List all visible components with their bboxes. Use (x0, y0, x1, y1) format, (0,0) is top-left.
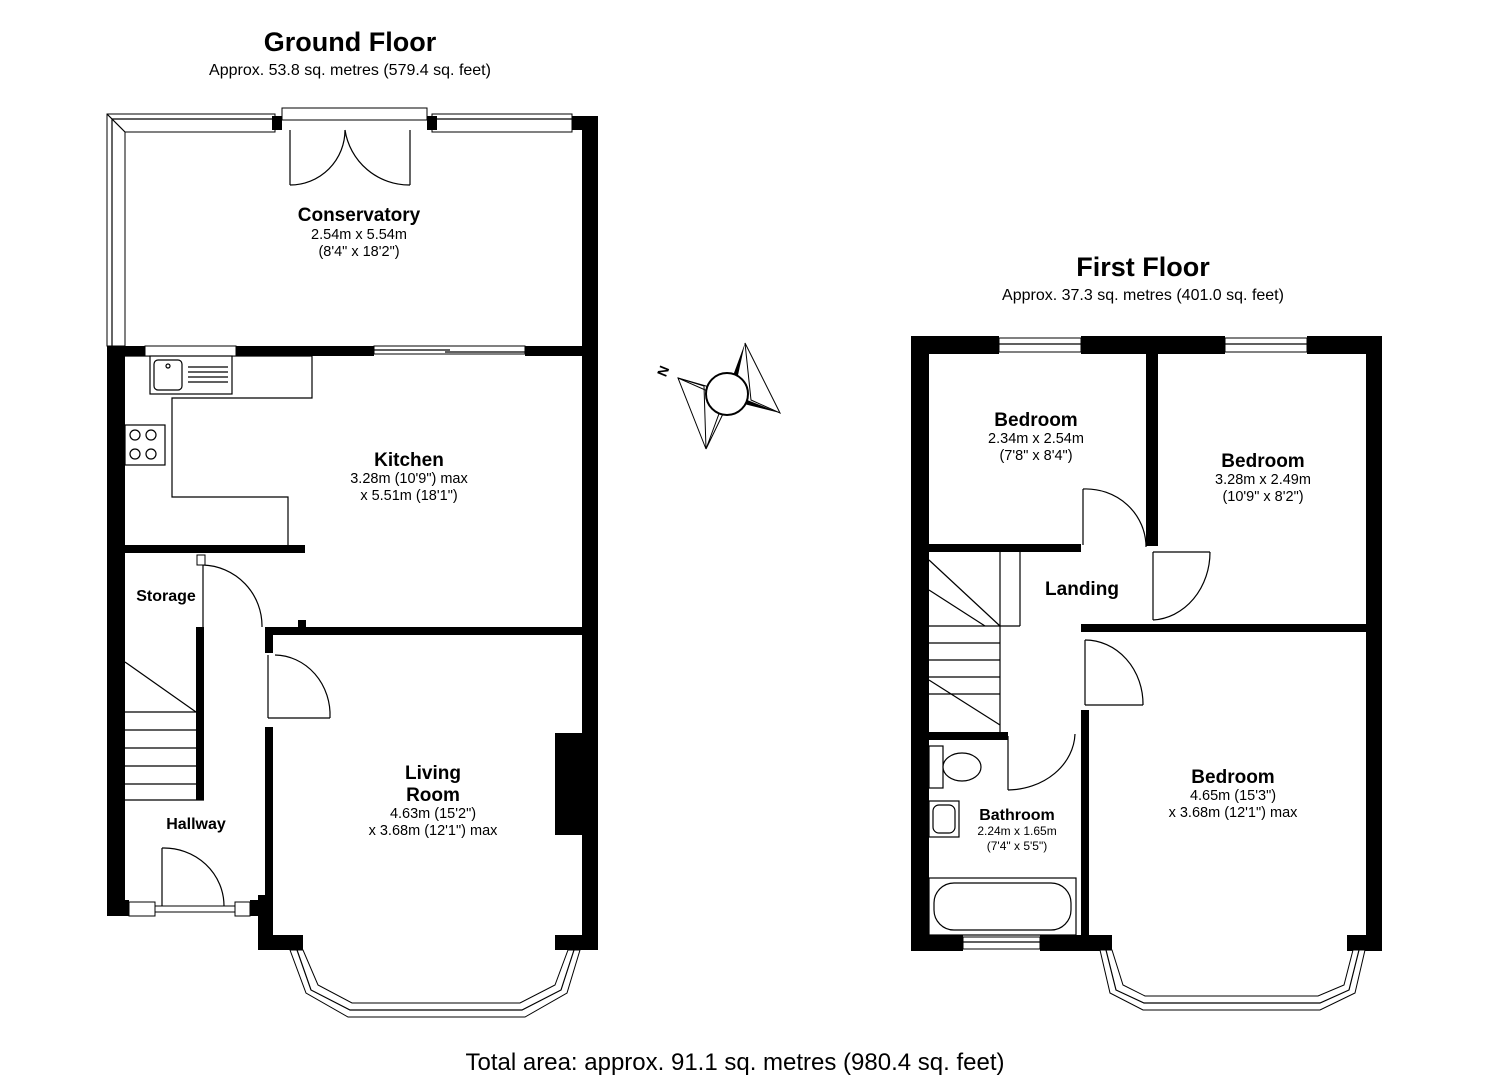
ground-floor-walls (107, 116, 598, 950)
bedroom-1-dim-metric: 2.34m x 2.54m (988, 431, 1084, 447)
bathroom-fixtures (928, 745, 1077, 936)
bedroom-2-label: Bedroom (1221, 451, 1304, 472)
compass-icon: N (654, 342, 782, 450)
living-room-dim-line1: 4.63m (15'2") (390, 806, 476, 822)
ground-floor: Ground Floor Approx. 53.8 sq. metres (57… (106, 27, 598, 1018)
living-room-label-line2: Room (406, 785, 460, 806)
conservatory-french-doors (289, 129, 411, 186)
first-floor: First Floor Approx. 37.3 sq. metres (401… (911, 252, 1382, 1011)
ground-floor-area: Approx. 53.8 sq. metres (579.4 sq. feet) (209, 62, 491, 79)
living-room-label-line1: Living (405, 763, 461, 784)
first-floor-doors (1007, 488, 1211, 791)
kitchen-dim-line1: 3.28m (10'9") max (350, 471, 468, 487)
ground-floor-title: Ground Floor (264, 27, 437, 57)
hallway-label: Hallway (166, 816, 226, 833)
compass-north-label: N (654, 363, 673, 378)
kitchen-label: Kitchen (374, 450, 444, 471)
storage-label: Storage (136, 588, 196, 605)
living-room-dim-line2: x 3.68m (12'1") max (369, 823, 499, 839)
bathroom-dim-metric: 2.24m x 1.65m (977, 824, 1056, 838)
first-floor-title: First Floor (1076, 252, 1210, 282)
kitchen-sliding-door (373, 345, 526, 355)
first-floor-walls (911, 336, 1382, 951)
bathroom-label: Bathroom (979, 807, 1055, 824)
bathroom-dim-imperial: (7'4" x 5'5") (987, 839, 1047, 853)
bedroom-2-dim-metric: 3.28m x 2.49m (1215, 472, 1311, 488)
ground-floor-stairs (124, 661, 204, 801)
bedroom-bay-window (1099, 949, 1366, 1011)
total-area: Total area: approx. 91.1 sq. metres (980… (466, 1049, 1005, 1076)
toilet-icon (928, 745, 944, 789)
first-floor-windows (962, 337, 1308, 950)
conservatory-dim-metric: 2.54m x 5.54m (311, 227, 407, 243)
hob-icon (124, 424, 166, 466)
bedroom-3-label: Bedroom (1191, 767, 1274, 788)
first-floor-stairs (928, 552, 1021, 732)
landing-label: Landing (1045, 579, 1119, 600)
conservatory-label: Conservatory (298, 205, 421, 226)
bedroom-1-dim-imperial: (7'8" x 8'4") (999, 448, 1072, 464)
bedroom-2-dim-imperial: (10'9" x 8'2") (1222, 489, 1303, 505)
front-door (128, 847, 251, 917)
bedroom-3-dim-line2: x 3.68m (12'1") max (1169, 805, 1299, 821)
storage-door (196, 554, 263, 628)
living-room-bay-window (289, 949, 581, 1018)
kitchen-dim-line2: x 5.51m (18'1") (360, 488, 457, 504)
bedroom-1-label: Bedroom (994, 410, 1077, 431)
kitchen-fittings (124, 345, 313, 545)
living-room-door (267, 654, 331, 719)
conservatory-glazing (106, 107, 573, 347)
first-floor-area: Approx. 37.3 sq. metres (401.0 sq. feet) (1002, 287, 1284, 304)
conservatory-dim-imperial: (8'4" x 18'2") (318, 244, 399, 260)
bedroom-3-dim-line1: 4.65m (15'3") (1190, 788, 1276, 804)
